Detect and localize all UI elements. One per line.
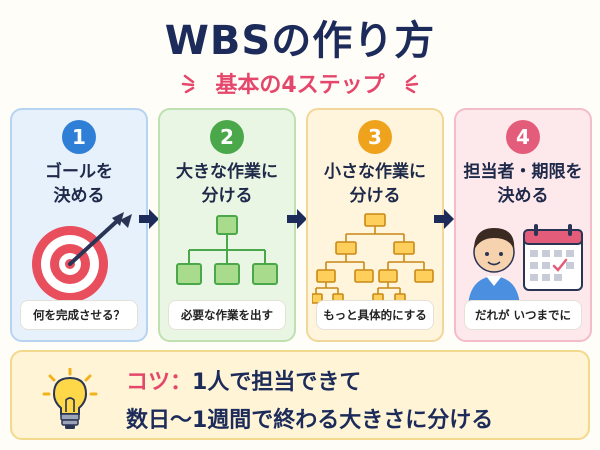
step-label: 小さな作業に分ける — [324, 162, 426, 206]
page-title: WBSの作り方 — [164, 18, 436, 64]
target-icon — [32, 212, 132, 302]
step-note: 必要な作業を出す — [168, 300, 286, 330]
arrow-right-icon — [287, 209, 307, 229]
step-number: 2 — [210, 120, 244, 154]
step-number: 4 — [506, 120, 540, 154]
step-note: 何を完成させる？ — [20, 300, 138, 330]
step-card-3: 3 小さな作業に分ける — [306, 108, 444, 342]
lightbulb-icon — [42, 368, 98, 429]
step-number: 1 — [62, 120, 96, 154]
step-label: 担当者・期限を決める — [463, 162, 583, 206]
step-note: だれが いつまでに — [464, 300, 582, 330]
tip-line-2: 数日～1週間で終わる大きさに分ける — [126, 408, 494, 433]
step-card-2: 2 大きな作業に分ける 必要な作業を出す — [158, 108, 296, 342]
arrow-right-icon — [139, 209, 159, 229]
step-label: 大きな作業に分ける — [176, 162, 278, 206]
arrow-right-icon — [434, 209, 454, 229]
tip-line-1: コツ：1人で担当できて — [126, 364, 361, 396]
step-number: 3 — [358, 120, 392, 154]
step-note: もっと具体的にする — [316, 300, 434, 330]
sparkle-right-icon — [405, 74, 418, 94]
tip-box: コツ：1人で担当できて 数日～1週間で終わる大きさに分ける — [10, 350, 590, 440]
sparkle-left-icon — [182, 74, 195, 94]
tree-diagram-icon — [176, 215, 278, 285]
step-label: ゴールを決める — [45, 162, 113, 206]
tip-line-1-text: 1人で担当できて — [192, 370, 362, 395]
tree-diagram-detailed-icon — [312, 213, 434, 304]
tip-keyword: コツ： — [126, 370, 193, 395]
step-card-4: 4 担当者・期限を決める だれが いつまでに — [454, 108, 592, 342]
subtitle-row: 基本の4ステップ — [0, 66, 600, 100]
step-card-1: 1 ゴールを決める 何を完成させる？ — [10, 108, 148, 342]
person-calendar-icon — [468, 224, 583, 306]
subtitle: 基本の4ステップ — [215, 73, 385, 98]
